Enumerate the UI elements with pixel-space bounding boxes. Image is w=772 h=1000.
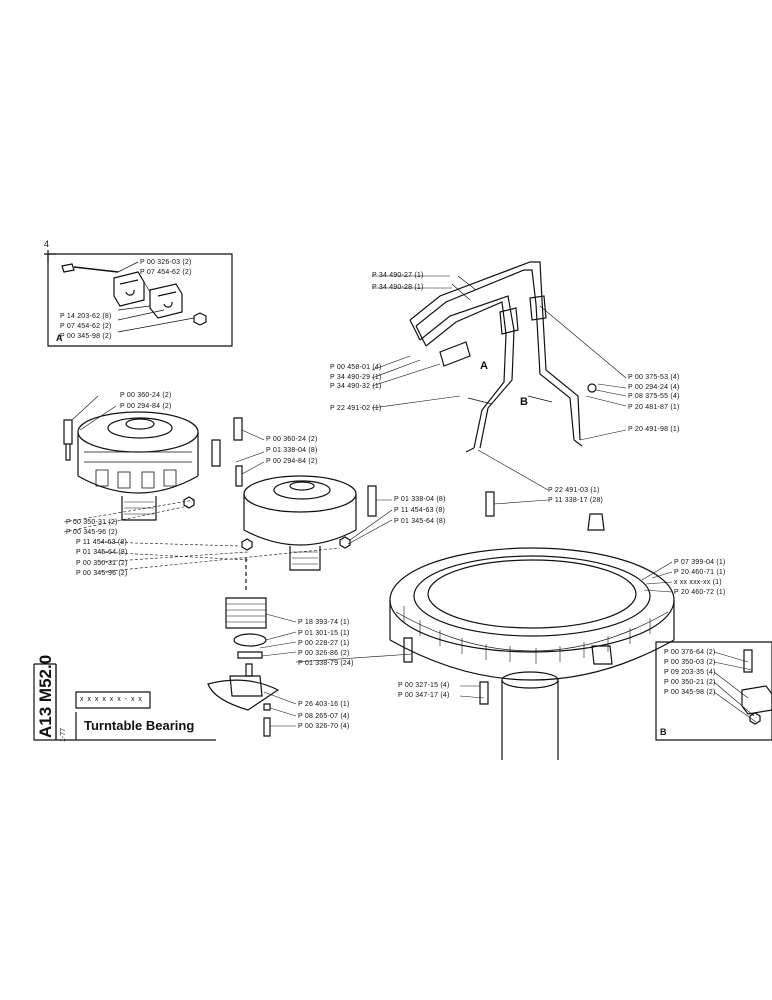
- part-label: P 20 460-71 (1): [674, 569, 726, 576]
- part-label: P 34 490-32 (1): [330, 383, 382, 390]
- part-label: P 00 345-98 (2): [664, 689, 716, 696]
- part-label: P 01 345-64 (8): [394, 518, 446, 525]
- part-label: P 18 393-74 (1): [298, 619, 350, 626]
- part-label: P 00 350-21 (2): [664, 679, 716, 686]
- part-label: P 00 345-96 (2): [66, 529, 118, 536]
- part-label: P 00 360-24 (2): [120, 392, 172, 399]
- part-label: P 00 350-31 (2): [76, 560, 128, 567]
- part-label: P 00 345-98 (2): [60, 333, 112, 340]
- gearbox-right: [233, 417, 377, 571]
- part-label: P 01 301-15 (1): [298, 630, 350, 637]
- part-label: P 01 338-04 (8): [266, 447, 318, 454]
- part-label: P 00 326-70 (4): [298, 723, 350, 730]
- part-label: P 14 203-62 (8): [60, 313, 112, 320]
- drawing-title: Turntable Bearing: [84, 718, 195, 733]
- part-label: P 11 454-63 (8): [394, 507, 445, 514]
- part-label: P 00 345-96 (2): [76, 570, 128, 577]
- part-label: P 00 350-03 (2): [664, 659, 716, 666]
- part-label: P 00 350-31 (2): [66, 519, 118, 526]
- part-label: P 07 454-62 (2): [140, 269, 192, 276]
- part-label: P 08 265-07 (4): [298, 713, 350, 720]
- part-label: P 01 338-04 (8): [394, 496, 446, 503]
- callout-b: B: [520, 396, 528, 408]
- part-label: P 00 294-24 (4): [628, 384, 680, 391]
- part-label: P 22 491-02 (1): [330, 405, 382, 412]
- part-label: P 26 403-16 (1): [298, 701, 350, 708]
- box-b-label: B: [660, 727, 667, 737]
- part-label: P 11 454-63 (8): [76, 539, 127, 546]
- part-label: P 00 228-27 (1): [298, 640, 350, 647]
- part-label: P 20 460-72 (1): [674, 589, 726, 596]
- part-label: P 00 327-15 (4): [398, 682, 450, 689]
- part-label: P 20 491-98 (1): [628, 426, 680, 433]
- part-label: x xx xxx-xx (1): [674, 579, 722, 586]
- part-label: P 11 338-17 (28): [548, 497, 604, 504]
- detail-box-a: [47, 253, 233, 347]
- part-label: P 00 294-84 (2): [266, 458, 318, 465]
- part-label: P 00 376-64 (2): [664, 649, 716, 656]
- page-corner-mark: 4: [44, 239, 50, 249]
- part-label: P 00 375-53 (4): [628, 374, 680, 381]
- part-label: P 08 375-55 (4): [628, 393, 680, 400]
- slewing-ring: [389, 491, 675, 681]
- part-label: P 22 491-03 (1): [548, 487, 600, 494]
- part-number-code: x x x x x x - x x: [80, 696, 143, 703]
- part-label: P 00 294-84 (2): [120, 403, 172, 410]
- part-label: P 01 345-64 (8): [76, 549, 128, 556]
- support-column: [479, 671, 559, 760]
- gearbox-left: [63, 411, 221, 521]
- part-label: P 00 347-17 (4): [398, 692, 450, 699]
- box-a-label: A: [56, 333, 63, 343]
- part-label: P 34 490-28 (1): [372, 284, 424, 291]
- part-label: P 01 338-79 (24): [298, 660, 354, 667]
- part-label: P 00 326-03 (2): [140, 259, 192, 266]
- part-label: P 00 458-01 (4): [330, 364, 382, 371]
- part-label: P 09 203-35 (4): [664, 669, 716, 676]
- part-label: P 20 481-87 (1): [628, 404, 680, 411]
- part-label: P 00 326-86 (2): [298, 650, 350, 657]
- part-label: P 34 490-29 (1): [330, 374, 382, 381]
- part-label: P 00 360-24 (2): [266, 436, 318, 443]
- pipe-assembly: [409, 261, 597, 453]
- part-label: P 07 399-04 (1): [674, 559, 726, 566]
- part-label: P 34 490-27 (1): [372, 272, 424, 279]
- leader-lines: [63, 275, 757, 727]
- part-label: P 07 454-62 (2): [60, 323, 112, 330]
- callout-a: A: [480, 360, 488, 372]
